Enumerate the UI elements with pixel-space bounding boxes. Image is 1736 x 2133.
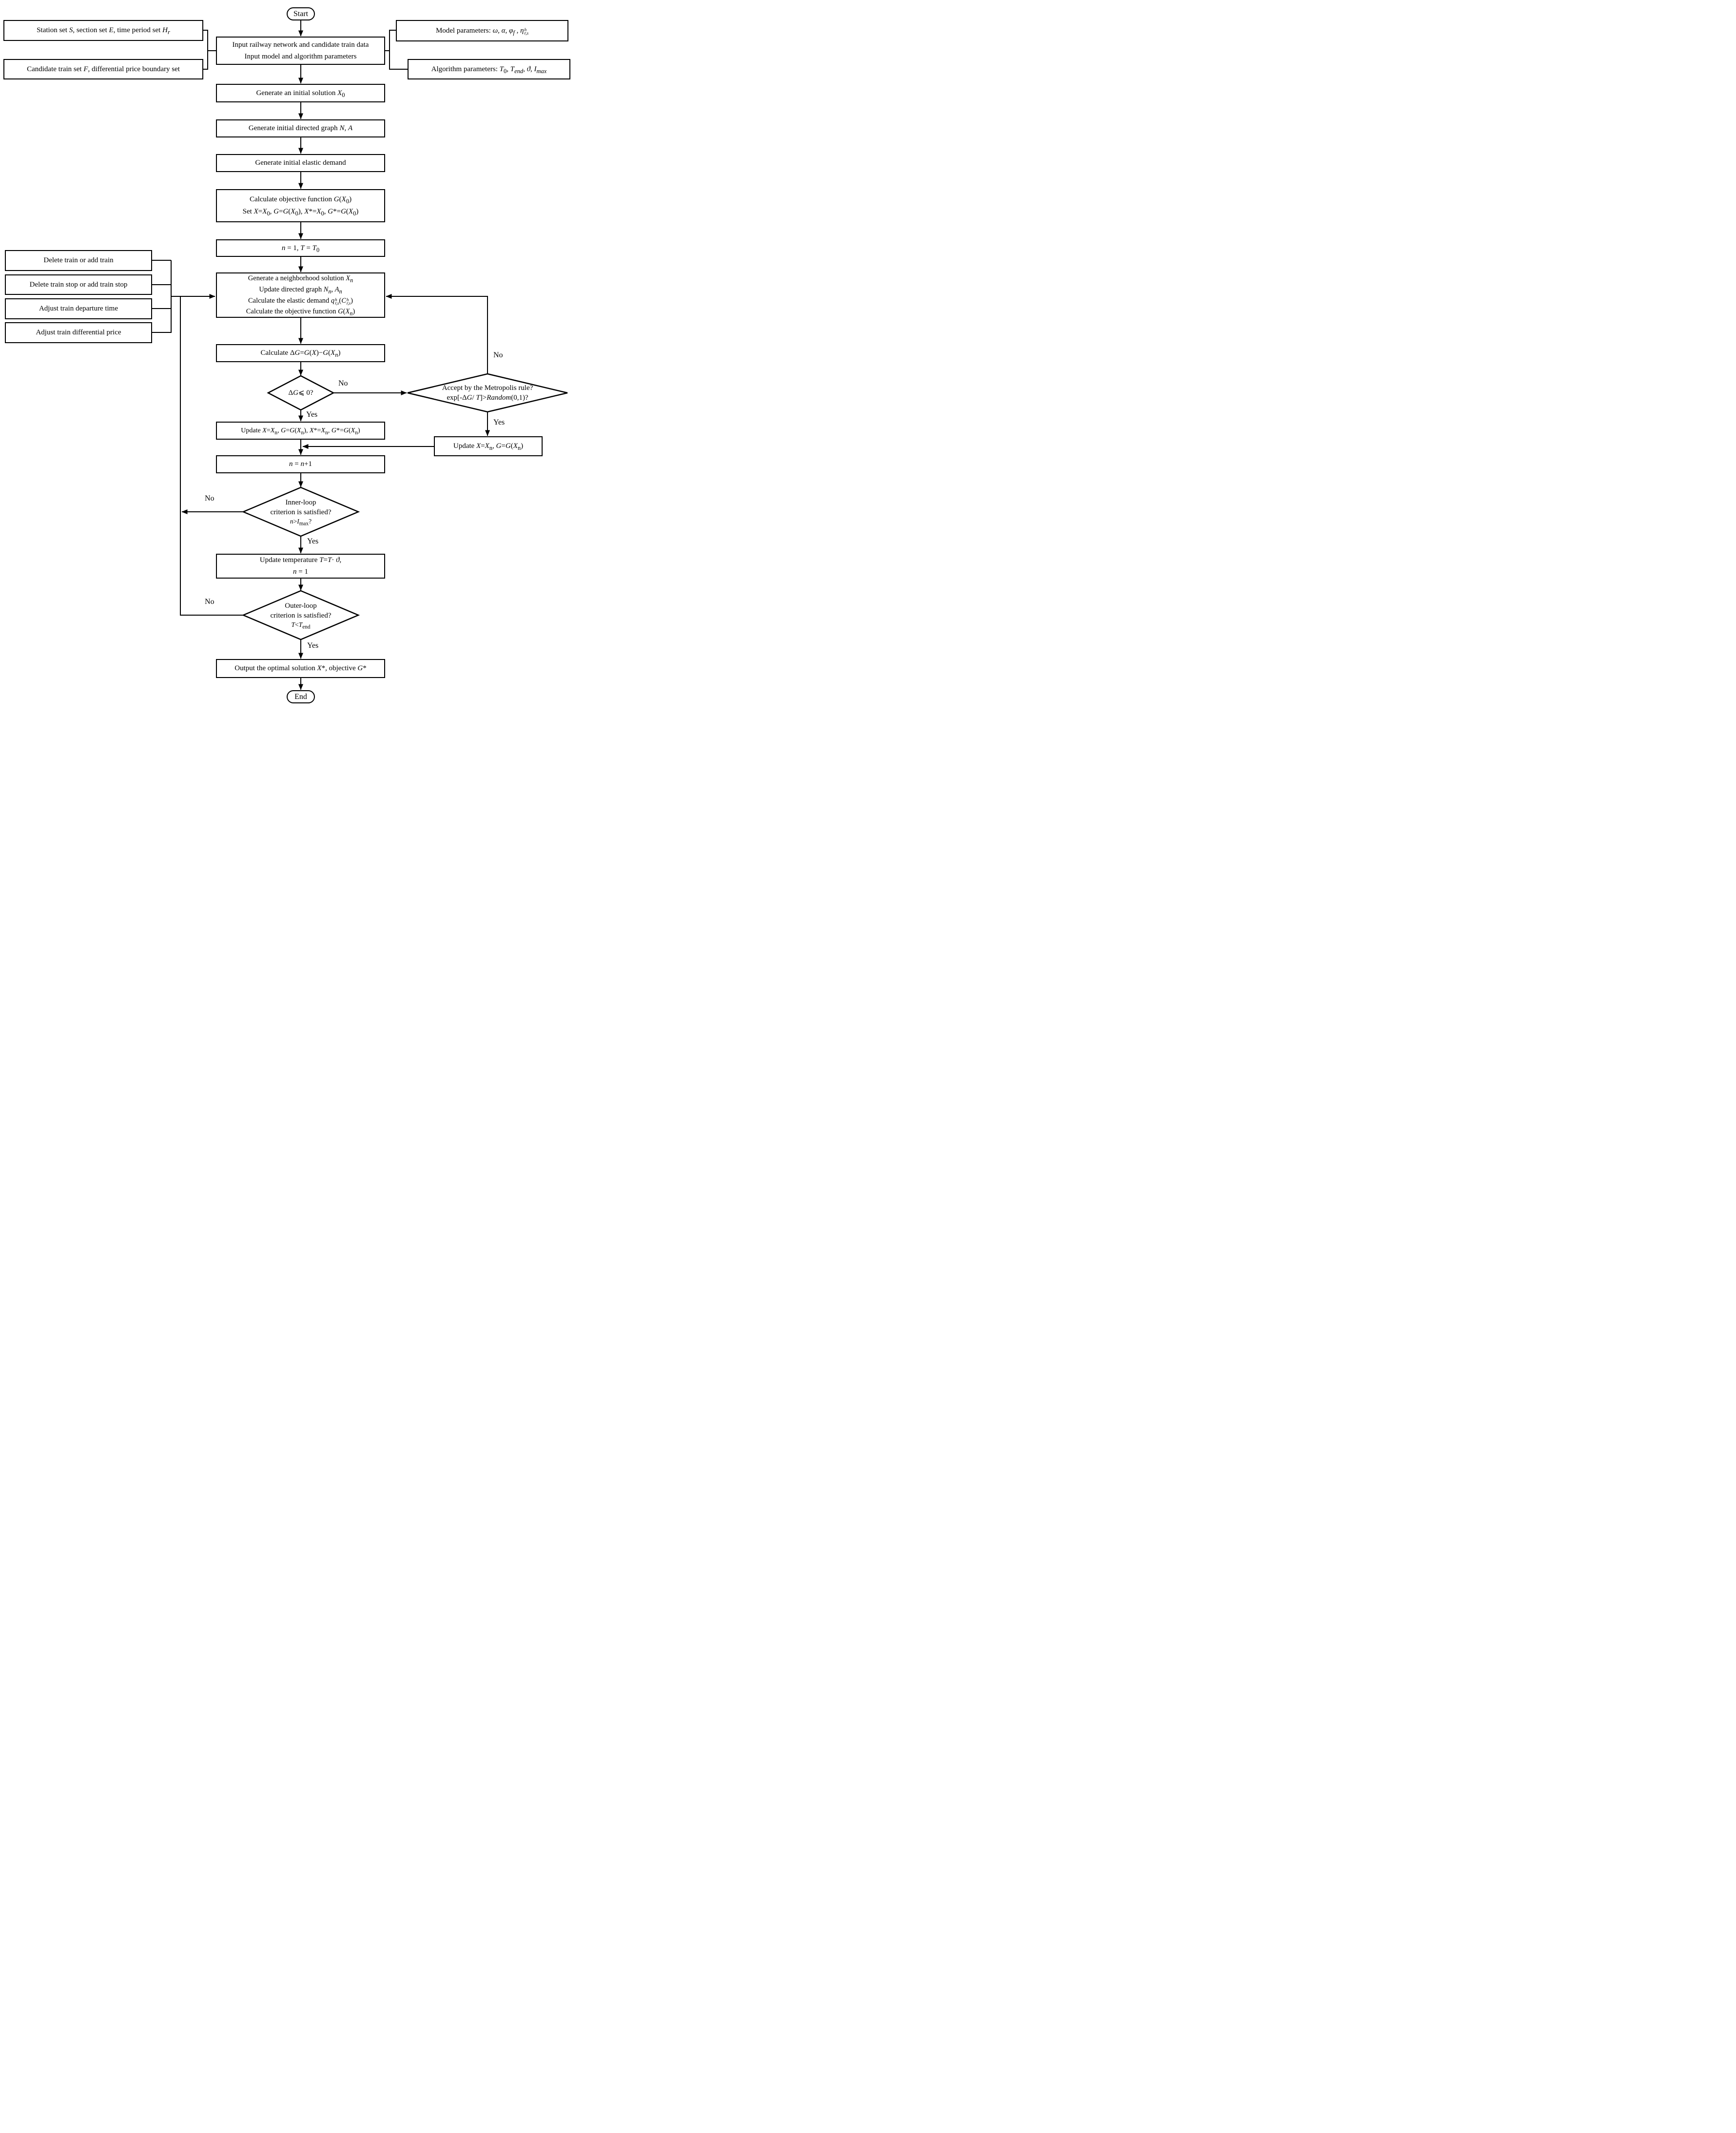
generate-elastic-demand-box: Generate initial elastic demand bbox=[216, 154, 385, 172]
increment-counter-box: n = n+1 bbox=[216, 455, 385, 473]
increment-counter-text: n = n+1 bbox=[289, 460, 312, 468]
update-best-text: Update X=Xn, G=G(Xn), X*=Xn, G*=G(Xn) bbox=[241, 427, 360, 436]
inner-no-label: No bbox=[205, 494, 215, 503]
update-best-box: Update X=Xn, G=G(Xn), X*=Xn, G*=G(Xn) bbox=[216, 422, 385, 440]
end-label: End bbox=[294, 692, 307, 701]
candidate-train-set-text: Candidate train set F, differential pric… bbox=[27, 65, 180, 73]
input-data-box: Input railway network and candidate trai… bbox=[216, 37, 385, 65]
move-adjust-price-box: Adjust train differential price bbox=[5, 322, 152, 343]
inner-yes-label: Yes bbox=[307, 537, 319, 545]
calculate-delta-box: Calculate ΔG=G(X)−G(Xn) bbox=[216, 344, 385, 362]
station-section-set-text: Station set S, section set E, time perio… bbox=[37, 26, 170, 36]
init-counters-text: n = 1, T = T0 bbox=[281, 244, 320, 253]
algorithm-parameters-box: Algorithm parameters: T0, Tend, ϑ, Imax bbox=[408, 59, 570, 79]
move-delete-add-stop-box: Delete train stop or add train stop bbox=[5, 274, 152, 295]
move-adjust-departure-text: Adjust train departure time bbox=[39, 305, 118, 313]
end-terminal: End bbox=[287, 690, 315, 703]
update-temperature-line1: Update temperature T=T· ϑ, bbox=[259, 556, 342, 564]
calculate-delta-text: Calculate ΔG=G(X)−G(Xn) bbox=[260, 349, 341, 359]
move-delete-add-train-box: Delete train or add train bbox=[5, 250, 152, 271]
outer-loop-line1: Outer-loop bbox=[285, 601, 317, 610]
outer-loop-decision-text: Outer-loop criterion is satisfied? T<Ten… bbox=[243, 591, 358, 640]
generate-directed-graph-box: Generate initial directed graph N, A bbox=[216, 119, 385, 137]
arrow-metropolis-no-return bbox=[386, 294, 488, 374]
update-temperature-line2: n = 1 bbox=[293, 567, 308, 576]
outer-yes-label: Yes bbox=[307, 641, 319, 650]
calculate-objective-line1: Calculate objective function G(X0) bbox=[249, 195, 352, 205]
metropolis-yes-label: Yes bbox=[493, 418, 505, 427]
start-label: Start bbox=[293, 9, 309, 18]
update-temperature-box: Update temperature T=T· ϑ, n = 1 bbox=[216, 554, 385, 579]
calculate-objective-line2: Set X=X0, G=G(X0), X*=X0, G*=G(X0) bbox=[242, 208, 359, 217]
inner-loop-line3: n>Imax? bbox=[290, 518, 312, 527]
metropolis-question-line1: Accept by the Metropolis rule? bbox=[442, 384, 533, 392]
diamond-inner-loop-shape bbox=[241, 486, 360, 537]
diamond-outer-loop-shape bbox=[241, 590, 360, 640]
outer-loop-line2: criterion is satisfied? bbox=[270, 611, 332, 620]
bracket-top-left bbox=[203, 30, 216, 70]
station-section-set-box: Station set S, section set E, time perio… bbox=[3, 20, 203, 41]
move-delete-add-train-text: Delete train or add train bbox=[43, 256, 114, 265]
calculate-objective-box: Calculate objective function G(X0) Set X… bbox=[216, 189, 385, 222]
algorithm-parameters-text: Algorithm parameters: T0, Tend, ϑ, Imax bbox=[431, 65, 547, 75]
generate-elastic-demand-text: Generate initial elastic demand bbox=[255, 159, 346, 167]
neighborhood-solution-box: Generate a neighborhood solution Xn Upda… bbox=[216, 272, 385, 318]
inner-loop-line2: criterion is satisfied? bbox=[270, 508, 332, 516]
move-delete-add-stop-text: Delete train stop or add train stop bbox=[29, 280, 128, 289]
delta-decision-question: ΔG⩽ 0? bbox=[288, 388, 313, 397]
update-current-text: Update X=Xn, G=G(Xn) bbox=[453, 442, 524, 452]
delta-decision-text: ΔG⩽ 0? bbox=[268, 376, 333, 410]
delta-no-label: No bbox=[338, 379, 348, 388]
neighborhood-line1: Generate a neighborhood solution Xn bbox=[248, 274, 353, 284]
move-adjust-departure-box: Adjust train departure time bbox=[5, 298, 152, 319]
inner-loop-line1: Inner-loop bbox=[285, 498, 316, 506]
outer-no-label: No bbox=[205, 598, 215, 606]
diamond-delta-shape bbox=[267, 375, 335, 411]
inner-loop-decision-text: Inner-loop criterion is satisfied? n>Ima… bbox=[243, 487, 358, 536]
generate-initial-solution-box: Generate an initial solution X0 bbox=[216, 84, 385, 102]
candidate-train-set-box: Candidate train set F, differential pric… bbox=[3, 59, 203, 79]
bracket-top-right bbox=[385, 30, 408, 70]
flowchart-canvas: Start End Station set S, section set E, … bbox=[0, 0, 579, 711]
generate-initial-solution-text: Generate an initial solution X0 bbox=[256, 89, 345, 98]
neighborhood-line2: Update directed graph Nn, An bbox=[259, 285, 342, 295]
start-terminal: Start bbox=[287, 7, 315, 20]
metropolis-no-label: No bbox=[493, 351, 503, 359]
init-counters-box: n = 1, T = T0 bbox=[216, 239, 385, 257]
generate-directed-graph-text: Generate initial directed graph N, A bbox=[248, 124, 353, 133]
line-outer-no-loop bbox=[180, 296, 243, 616]
diamond-metropolis-shape bbox=[407, 373, 568, 413]
input-data-line1: Input railway network and candidate trai… bbox=[232, 41, 369, 49]
metropolis-decision-text: Accept by the Metropolis rule? exp[-ΔG/ … bbox=[408, 374, 567, 412]
update-current-box: Update X=Xn, G=G(Xn) bbox=[434, 436, 543, 456]
neighborhood-line4: Calculate the objective function G(Xn) bbox=[246, 308, 355, 317]
input-data-line2: Input model and algorithm parameters bbox=[244, 53, 357, 60]
connector-layer bbox=[152, 20, 568, 690]
output-solution-text: Output the optimal solution X*, objectiv… bbox=[234, 664, 367, 673]
outer-loop-line3: T<Tend bbox=[291, 621, 311, 630]
metropolis-question-line2: exp[-ΔG/ T]>Random(0,1)? bbox=[447, 394, 528, 402]
delta-yes-label: Yes bbox=[306, 410, 318, 419]
move-adjust-price-text: Adjust train differential price bbox=[36, 329, 121, 337]
output-solution-box: Output the optimal solution X*, objectiv… bbox=[216, 659, 385, 678]
